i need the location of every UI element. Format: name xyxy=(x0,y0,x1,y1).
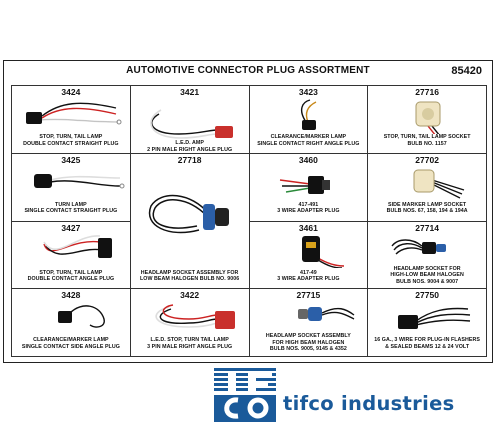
product-description: TURN LAMP SINGLE CONTACT STRAIGHT PLUG xyxy=(24,201,118,215)
product-code: 3423 xyxy=(298,87,318,97)
product-cell-27714[interactable]: 27714 HEADLAMP SOCKET FOR HIGH-LOW BEAM … xyxy=(368,221,487,290)
product-grid: 3424 STOP, TURN, TAIL LAMP DOUBLE CONTAC… xyxy=(11,85,487,357)
product-cell-3461[interactable]: 3461 417-49 3 WIRE ADAPTER PLUG xyxy=(249,221,369,290)
product-description: L.E.D. STOP, TURN TAIL LAMP 3 PIN MALE R… xyxy=(147,337,233,350)
product-code: 27716 xyxy=(415,87,439,97)
product-code: 27714 xyxy=(415,222,439,233)
high-beam-socket-image xyxy=(297,307,354,322)
product-description: STOP, TURN, TAIL LAMP SOCKET BULB NO. 11… xyxy=(383,134,471,147)
product-description: CLEARANCE/MARKER LAMP SINGLE CONTACT RIG… xyxy=(257,134,360,147)
product-cell-3422[interactable]: 3422 L.E.D. STOP, TURN TAIL LAMP 3 PIN M… xyxy=(130,289,250,357)
product-board: AUTOMOTIVE CONNECTOR PLUG ASSORTMENT 854… xyxy=(3,60,493,363)
product-code: 27750 xyxy=(415,290,439,301)
product-code: 3421 xyxy=(180,87,200,97)
lamp-socket-image xyxy=(415,101,441,134)
product-description: L.E.D. AMP 2 PIN MALE RIGHT ANGLE PLUG xyxy=(147,140,233,153)
product-cell-27718[interactable]: 27718 HEADLAMP SOCKET ASSEMBLY FOR LOW B… xyxy=(130,153,250,290)
product-cell-3423[interactable]: 3423 CLEARANCE/MARKER LAMP SINGLE CONTAC… xyxy=(249,86,369,154)
product-cell-3427[interactable]: 3427 STOP, TURN, TAIL LAMP DOUBLE CONTAC… xyxy=(12,221,131,290)
product-code: 3425 xyxy=(61,154,81,165)
product-code: 27715 xyxy=(296,290,321,301)
single-contact-plug-image xyxy=(34,173,125,189)
double-contact-angle-plug-image xyxy=(43,234,112,258)
side-angle-plug-image xyxy=(58,305,105,328)
product-description: 417-49 3 WIRE ADAPTER PLUG xyxy=(277,269,340,283)
led-amp-plug-image xyxy=(150,109,233,139)
double-contact-plug-image xyxy=(26,102,122,125)
flasher-plug-image xyxy=(398,308,471,330)
product-code: 3424 xyxy=(61,87,81,97)
product-description: HEADLAMP SOCKET ASSEMBLY FOR HIGH BEAM H… xyxy=(265,333,351,353)
product-code: 27718 xyxy=(177,154,202,165)
product-description: HEADLAMP SOCKET FOR HIGH-LOW BEAM HALOGE… xyxy=(390,265,464,285)
product-description: 16 GA., 3 WIRE FOR PLUG-IN FLASHERS & SE… xyxy=(374,337,480,350)
product-cell-3428[interactable]: 3428 CLEARANCE/MARKER LAMP SINGLE CONTAC… xyxy=(12,289,131,357)
product-cell-3460[interactable]: 3460 417-491 3 WIRE ADAPTER PLUG xyxy=(249,153,369,222)
product-cell-27715[interactable]: 27715 HEADLAMP SOCKET ASSEMBLY FOR HIGH … xyxy=(249,289,369,357)
headlamp-socket-image xyxy=(148,194,229,233)
product-description: STOP, TURN, TAIL LAMP DOUBLE CONTACT ANG… xyxy=(27,269,115,283)
adapter-plug-image xyxy=(301,235,344,268)
brand-name: tifco industries xyxy=(283,392,455,415)
product-code: 3427 xyxy=(61,222,81,233)
product-code: 3428 xyxy=(61,290,81,301)
product-code: 3461 xyxy=(298,222,318,233)
product-cell-3425[interactable]: 3425 TURN LAMP SINGLE CONTACT STRAIGHT P… xyxy=(12,153,131,222)
product-code: 3422 xyxy=(180,290,200,301)
high-low-beam-socket-image xyxy=(391,238,447,255)
product-cell-27750[interactable]: 27750 16 GA., 3 WIRE FOR PLUG-IN FLASHER… xyxy=(368,289,487,357)
assortment-number: 85420 xyxy=(451,65,482,77)
tifco-logo-icon xyxy=(214,368,276,422)
led-stop-turn-tail-plug-image xyxy=(155,304,235,330)
product-description: SIDE MARKER LAMP SOCKET BULB NOS. 67, 15… xyxy=(386,201,468,215)
right-angle-plug-image xyxy=(300,99,316,130)
product-code: 3460 xyxy=(298,154,318,165)
product-code: 27702 xyxy=(415,154,439,165)
product-description: HEADLAMP SOCKET ASSEMBLY FOR LOW BEAM HA… xyxy=(140,269,240,283)
product-cell-27716[interactable]: 27716 STOP, TURN, TAIL LAMP SOCKET BULB … xyxy=(368,86,487,154)
product-cell-27702[interactable]: 27702 SIDE MARKER LAMP SOCKET BULB NOS. … xyxy=(368,153,487,222)
side-marker-socket-image xyxy=(413,169,465,199)
product-cell-3424[interactable]: 3424 STOP, TURN, TAIL LAMP DOUBLE CONTAC… xyxy=(12,86,131,154)
product-description: CLEARANCE/MARKER LAMP SINGLE CONTACT SID… xyxy=(21,337,120,350)
adapter-plug-image xyxy=(279,175,330,194)
product-cell-3421[interactable]: 3421 L.E.D. AMP 2 PIN MALE RIGHT ANGLE P… xyxy=(130,86,250,154)
product-description: 417-491 3 WIRE ADAPTER PLUG xyxy=(277,201,340,215)
board-title: AUTOMOTIVE CONNECTOR PLUG ASSORTMENT xyxy=(126,65,370,76)
product-description: STOP, TURN, TAIL LAMP DOUBLE CONTACT STR… xyxy=(23,134,119,147)
